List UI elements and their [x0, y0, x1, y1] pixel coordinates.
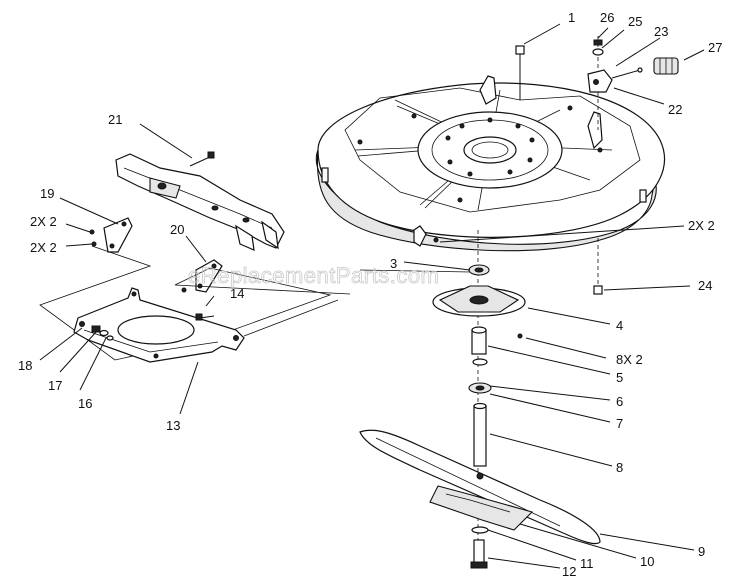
callout-16: 16 — [78, 396, 92, 411]
callout-6: 6 — [616, 394, 623, 409]
callout-25: 25 — [628, 14, 642, 29]
callout-11: 11 — [580, 556, 594, 571]
spindle-assembly — [359, 230, 603, 569]
callout-13: 13 — [166, 418, 180, 433]
callout-2x2-c: 2X 2 — [688, 218, 715, 233]
callout-2x2-b: 2X 2 — [30, 240, 57, 255]
callout-20: 20 — [170, 222, 184, 237]
callout-21: 21 — [108, 112, 122, 127]
callout-10: 10 — [640, 554, 654, 569]
callout-12: 12 — [562, 564, 576, 579]
callout-23: 23 — [654, 24, 668, 39]
callout-labels: 1 26 25 23 27 22 21 19 2X 2 2X 2 20 2X 2… — [18, 10, 722, 579]
leader-lines — [39, 23, 705, 569]
link-arm-19 — [89, 217, 133, 253]
callout-7: 7 — [616, 416, 623, 431]
hanger-bracket — [115, 151, 285, 251]
callout-19: 19 — [40, 186, 54, 201]
watermark-text: eReplacementParts.com — [188, 263, 439, 288]
fitting-assembly — [515, 36, 679, 130]
callout-26: 26 — [600, 10, 614, 25]
callout-2x2-a: 2X 2 — [30, 214, 57, 229]
callout-3: 3 — [390, 256, 397, 271]
callout-22: 22 — [668, 102, 682, 117]
callout-9: 9 — [698, 544, 705, 559]
callout-17: 17 — [48, 378, 62, 393]
callout-4: 4 — [616, 318, 623, 333]
callout-5: 5 — [616, 370, 623, 385]
callout-8x2: 8X 2 — [616, 352, 643, 367]
callout-1: 1 — [568, 10, 575, 25]
mounting-plate — [73, 287, 245, 363]
mower-deck — [315, 75, 665, 252]
callout-24: 24 — [698, 278, 712, 293]
callout-14: 14 — [230, 286, 244, 301]
callout-18: 18 — [18, 358, 32, 373]
callout-8: 8 — [616, 460, 623, 475]
callout-27: 27 — [708, 40, 722, 55]
